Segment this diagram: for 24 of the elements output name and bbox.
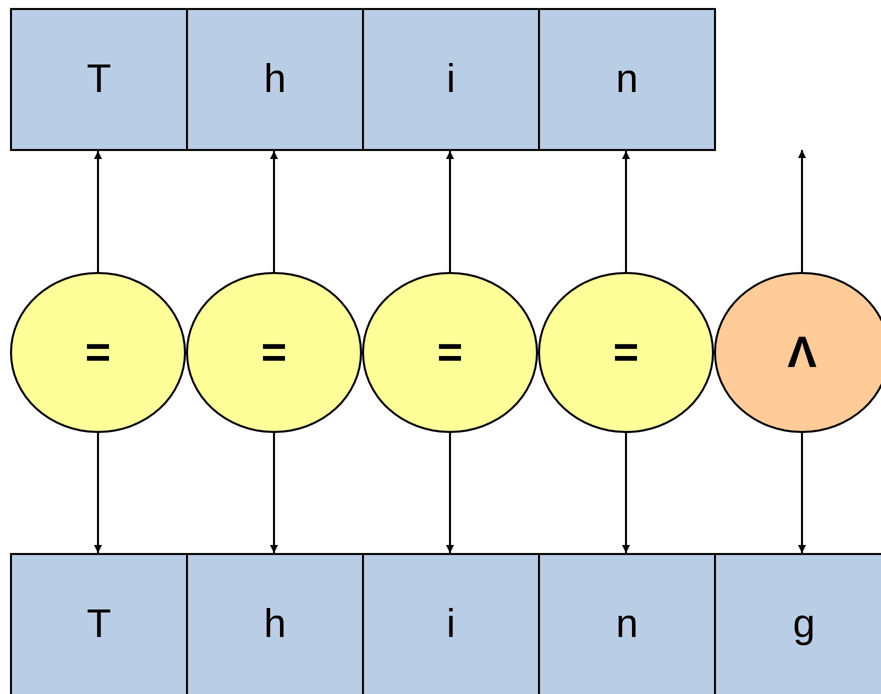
arrow [798, 150, 806, 272]
arrow [446, 151, 454, 272]
arrow [94, 151, 102, 272]
letter-cell: T [10, 553, 188, 694]
arrow [622, 433, 630, 553]
letter-cell: i [362, 8, 540, 151]
letter-cell: n [538, 8, 716, 151]
operation-circle: Λ [714, 272, 881, 433]
letter-cell: i [362, 553, 540, 694]
operation-circle: = [362, 272, 538, 433]
operation-circle: = [10, 272, 186, 433]
arrow [798, 433, 806, 553]
arrow [270, 151, 278, 272]
letter-cell: h [186, 8, 364, 151]
letter-cell: n [538, 553, 716, 694]
letter-cell: g [714, 553, 881, 694]
operation-circle: = [538, 272, 714, 433]
letter-cell: T [10, 8, 188, 151]
arrow [622, 151, 630, 272]
arrow [270, 433, 278, 553]
operation-circle: = [186, 272, 362, 433]
arrow [446, 433, 454, 553]
arrow [94, 433, 102, 553]
letter-cell: h [186, 553, 364, 694]
